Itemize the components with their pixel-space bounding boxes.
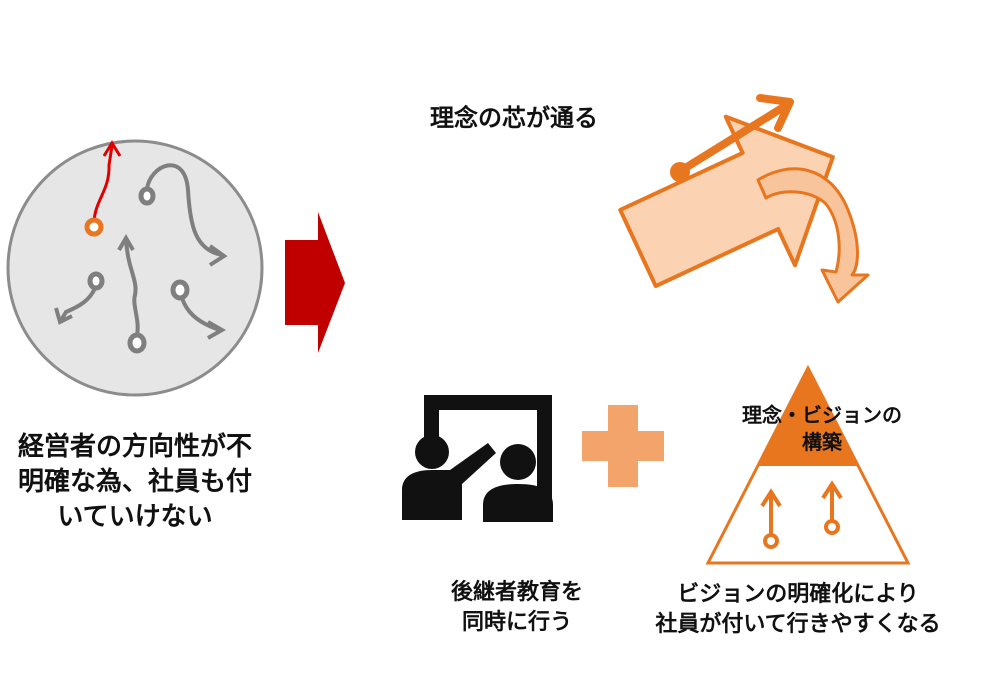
- successor-education-caption: 後継者教育を 同時に行う: [412, 578, 622, 637]
- caption-line: いていけない: [57, 502, 213, 533]
- pyramid-top-label: 理念・ビジョンの 構築: [672, 402, 972, 456]
- scattered-direction-caption: 経営者の方向性が不 明確な為、社員も付 いていけない: [0, 430, 270, 535]
- plus-icon: [582, 405, 664, 487]
- core-inner-arrow: [670, 94, 794, 182]
- core-arrow-label: 理念の芯が通る: [430, 104, 598, 132]
- leader-red-path: [84, 140, 122, 237]
- caption-line: 明確な為、社員も付: [17, 467, 252, 498]
- curved-feedback-arrow-icon: [756, 167, 870, 304]
- vision-pyramid: [705, 364, 911, 565]
- transition-arrow-icon: [285, 212, 345, 353]
- vision-clarity-caption: ビジョンの明確化により 社員が付いて行きやすくなる: [628, 580, 968, 639]
- pyramid-label-line: 構築: [802, 430, 842, 454]
- core-direction-arrow-icon: [618, 114, 835, 289]
- presenter-at-board-icon: [402, 395, 553, 522]
- employee-up-arrow-2: [821, 480, 843, 535]
- employee-path-4: [170, 279, 227, 340]
- scattered-direction-circle: [6, 139, 264, 397]
- caption-line: ビジョンの明確化により: [677, 582, 919, 607]
- caption-line: 同時に行う: [461, 609, 572, 635]
- pyramid-label-line: 理念・ビジョンの: [742, 403, 902, 427]
- employee-path-1: [138, 163, 228, 267]
- employee-path-2: [117, 234, 147, 354]
- caption-line: 後継者教育を: [450, 580, 583, 605]
- employee-up-arrow-1: [760, 488, 782, 549]
- caption-line: 社員が付いて行きやすくなる: [655, 611, 941, 637]
- caption-line: 経営者の方向性が不: [17, 432, 252, 462]
- employee-path-3: [54, 271, 105, 325]
